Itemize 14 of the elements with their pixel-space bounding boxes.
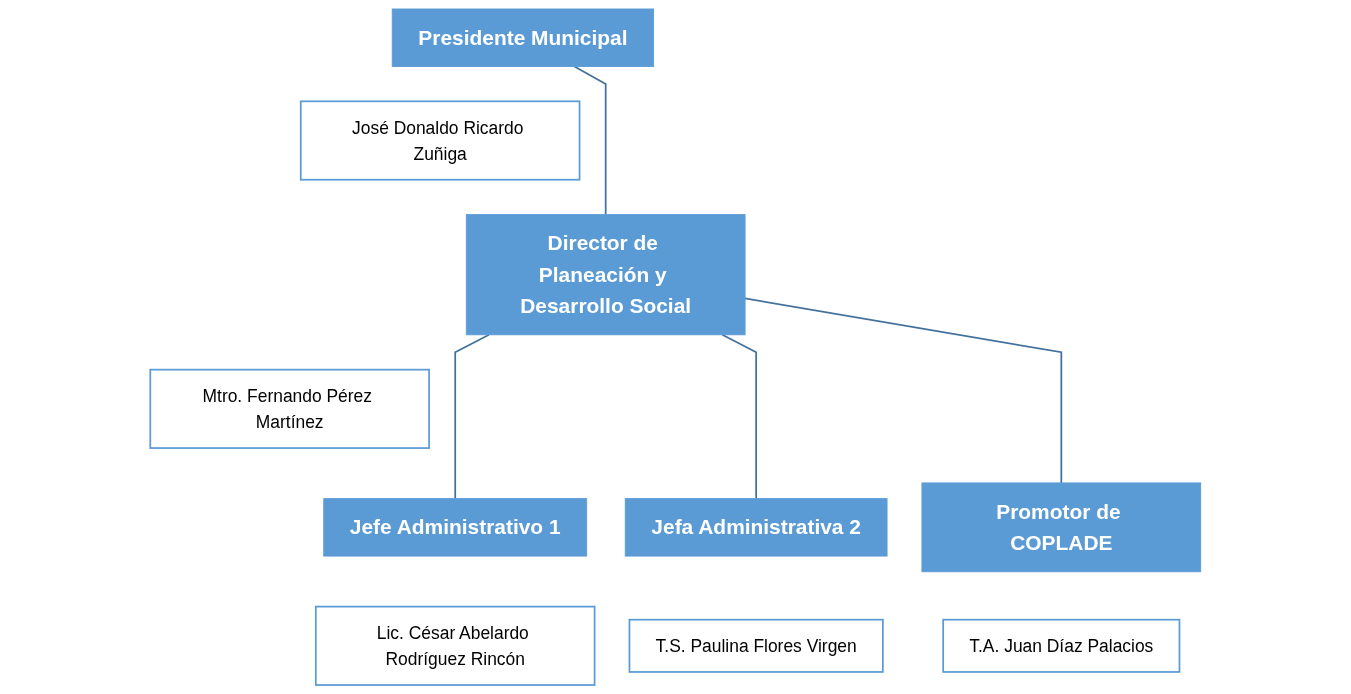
node-box: T.S. Paulina Flores Virgen	[628, 618, 884, 673]
connector	[573, 65, 607, 216]
node-box: T.A. Juan Díaz Palacios	[942, 618, 1181, 673]
connector	[454, 333, 490, 500]
connector	[744, 297, 1063, 484]
node-box: Jefa Administrativa 2	[624, 498, 888, 557]
node-box: Director de Planeación y Desarrollo Social	[465, 214, 746, 336]
node-box: Jefe Administrativo 1	[323, 498, 588, 557]
connector	[721, 333, 758, 500]
node-box: Presidente Municipal	[391, 8, 655, 67]
node-box: Promotor de COPLADE	[921, 482, 1202, 573]
node-box: Lic. César Abelardo Rodríguez Rincón	[314, 605, 596, 686]
node-box: Mtro. Fernando Pérez Martínez	[149, 368, 430, 449]
node-box: José Donaldo Ricardo Zuñiga	[299, 100, 581, 181]
